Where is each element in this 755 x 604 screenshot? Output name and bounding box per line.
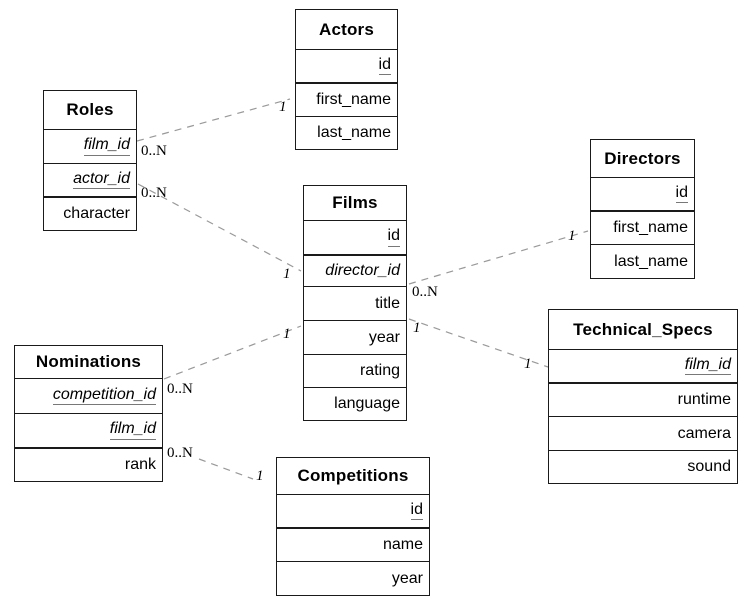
entity-table-nominations: Nominations competition_id film_id rank xyxy=(14,345,163,482)
cardinality-films-techspecs-near-films: 1 xyxy=(413,320,421,336)
table-title: Nominations xyxy=(35,352,142,371)
line-films-directors xyxy=(408,230,589,285)
cardinality-roles-actors-near-actors: 1 xyxy=(279,99,287,115)
entity-table-competitions: Competitions id name year xyxy=(276,457,430,596)
cardinality-roles-films-near-roles: 0..N xyxy=(141,185,167,201)
attr-nominations-film-id: film_id xyxy=(15,413,162,447)
entity-table-films: Films id director_id title year rating l… xyxy=(303,185,407,421)
line-roles-actors xyxy=(136,98,291,142)
attr-films-rating: rating xyxy=(304,354,406,387)
attr-technical-specs-sound: sound xyxy=(549,450,737,483)
attr-actors-last-name: last_name xyxy=(296,116,397,149)
attr-roles-film-id: film_id xyxy=(44,129,136,163)
attr-directors-first-name: first_name xyxy=(591,210,694,244)
entity-table-technical-specs: Technical_Specs film_id runtime camera s… xyxy=(548,309,738,484)
attr-competitions-name: name xyxy=(277,527,429,561)
cardinality-films-directors-near-films: 0..N xyxy=(412,284,438,300)
entity-table-directors: Directors id first_name last_name xyxy=(590,139,695,279)
entity-table-actors: Actors id first_name last_name xyxy=(295,9,398,150)
cardinality-roles-films-near-films: 1 xyxy=(283,266,291,282)
attr-directors-last-name: last_name xyxy=(591,244,694,278)
attr-competitions-year: year xyxy=(277,561,429,595)
line-nominations-competitions xyxy=(198,458,254,480)
attr-films-title: title xyxy=(304,286,406,320)
table-title: Roles xyxy=(66,100,114,119)
cardinality-films-directors-near-directors: 1 xyxy=(568,228,576,244)
attr-roles-actor-id: actor_id xyxy=(44,163,136,196)
entity-table-roles: Roles film_id actor_id character xyxy=(43,90,137,231)
table-title: Competitions xyxy=(297,466,409,485)
attr-nominations-competition-id: competition_id xyxy=(15,378,162,413)
cardinality-nominations-competitions-near-competitions: 1 xyxy=(256,468,264,484)
line-nominations-films xyxy=(163,325,302,380)
table-title: Directors xyxy=(604,148,681,168)
cardinality-nominations-films-near-nominations: 0..N xyxy=(167,381,193,397)
attr-actors-id: id xyxy=(296,49,397,82)
attr-technical-specs-camera: camera xyxy=(549,416,737,450)
cardinality-films-techspecs-near-techspecs: 1 xyxy=(524,356,532,372)
table-title: Actors xyxy=(318,19,375,39)
cardinality-nominations-films-near-films: 1 xyxy=(283,326,291,342)
cardinality-nominations-competitions-near-nominations: 0..N xyxy=(167,445,193,461)
attr-films-id: id xyxy=(304,220,406,254)
attr-roles-character: character xyxy=(44,196,136,230)
attr-competitions-id: id xyxy=(277,494,429,527)
attr-directors-id: id xyxy=(591,177,694,210)
attr-films-director-id: director_id xyxy=(304,254,406,286)
attr-actors-first-name: first_name xyxy=(296,82,397,116)
attr-films-language: language xyxy=(304,387,406,420)
attr-nominations-rank: rank xyxy=(15,447,162,481)
cardinality-roles-actors-near-roles: 0..N xyxy=(141,143,167,159)
attr-technical-specs-film-id: film_id xyxy=(549,349,737,382)
attr-films-year: year xyxy=(304,320,406,354)
table-title: Technical_Specs xyxy=(573,319,713,339)
attr-technical-specs-runtime: runtime xyxy=(549,382,737,416)
table-title: Films xyxy=(332,193,378,212)
